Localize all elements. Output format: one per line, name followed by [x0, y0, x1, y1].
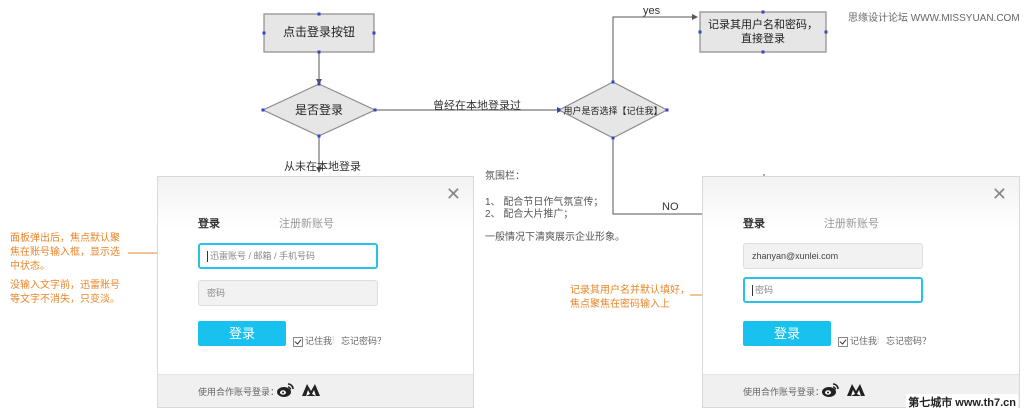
result-box-line2: 直接登录	[741, 33, 785, 45]
text-caret	[752, 285, 753, 297]
anchor-marks	[261, 10, 828, 140]
account-input[interactable]: 迅雷账号 / 邮箱 / 手机号码	[198, 243, 378, 269]
separator: |	[877, 334, 880, 344]
login-dialog-left: ✕ 登录 注册新账号 迅雷账号 / 邮箱 / 手机号码 密码 登录 记住我 | …	[157, 176, 474, 408]
account-placeholder: 迅雷账号 / 邮箱 / 手机号码	[210, 251, 316, 261]
atmosphere-title: 氛围栏：	[485, 171, 525, 182]
annotation-right-line1: 记录其用户名并默认填好，	[570, 285, 690, 296]
tab-register[interactable]: 注册新账号	[824, 218, 879, 230]
watermark-top: 思缘设计论坛 WWW.MISSYUAN.COM	[848, 13, 1020, 24]
edge-logged-before-label: 曾经在本地登录过	[433, 100, 521, 112]
watermark-bottom: 第七城市 www.th7.cn	[906, 394, 1018, 410]
weibo-icon[interactable]	[820, 381, 840, 399]
atmosphere-bar-right	[703, 177, 1019, 229]
atmosphere-item-2: 2、 配合大片推广；	[485, 209, 574, 220]
account-value: zhanyan@xunlei.com	[752, 251, 839, 261]
annotation-left-text: 没输入文字前，迅雷账号 等文字不消失，只变淡。	[10, 279, 130, 307]
atmosphere-note: 一般情况下清爽展示企业形象。	[485, 232, 625, 243]
annotation-left-focus: 面板弹出后，焦点默认聚 焦在账号输入框，显示选 中状态。	[10, 232, 130, 274]
annotation-left-text-line1: 没输入文字前，迅雷账号	[10, 280, 120, 291]
atmosphere-item-1: 1、 配合节日作气氛宣传；	[485, 197, 604, 208]
connector-yes	[612, 14, 698, 82]
tab-register[interactable]: 注册新账号	[279, 218, 334, 230]
atmosphere-bar-left	[158, 177, 473, 229]
login-dialog-right: ✕ 登录 注册新账号 zhanyan@xunlei.com 密码 登录 记住我 …	[702, 176, 1020, 408]
annotation-left-focus-line2: 焦在账号输入框，显示选	[10, 247, 120, 258]
partner-login-label: 使用合作账号登录：	[198, 387, 280, 397]
decision-remember-label: 用户是否选择【记住我】	[563, 106, 663, 116]
checkbox-checked-icon	[838, 336, 848, 347]
edge-no-label: NO	[662, 201, 679, 213]
partner-login-label: 使用合作账号登录：	[743, 387, 825, 397]
remember-me-checkbox[interactable]: 记住我	[293, 334, 332, 347]
tab-login[interactable]: 登录	[198, 218, 220, 230]
remember-me-checkbox[interactable]: 记住我	[838, 334, 877, 347]
start-box-label: 点击登录按钮	[282, 25, 355, 39]
start-box	[263, 13, 375, 53]
account-input[interactable]: zhanyan@xunlei.com	[743, 243, 923, 269]
weibo-icon[interactable]	[275, 381, 295, 399]
annotation-left-focus-line3: 中状态。	[10, 261, 50, 272]
annotation-left-text-line2: 等文字不消失，只变淡。	[10, 294, 120, 305]
login-button[interactable]: 登录	[198, 321, 286, 346]
result-box-label: 记录其用户名和密码， 直接登录	[700, 18, 826, 46]
edge-yes-label: yes	[643, 5, 661, 17]
password-placeholder: 密码	[207, 288, 226, 298]
forgot-password-link[interactable]: 忘记密码？	[886, 336, 932, 346]
close-icon[interactable]: ✕	[991, 184, 1007, 204]
password-placeholder: 密码	[755, 285, 774, 295]
separator: |	[332, 334, 335, 344]
annotation-right-line2: 焦点聚焦在密码输入上	[570, 299, 670, 310]
remember-me-label: 记住我	[305, 336, 333, 346]
close-icon[interactable]: ✕	[445, 184, 461, 204]
checkbox-checked-icon	[293, 336, 303, 347]
annotation-left-focus-line1: 面板弹出后，焦点默认聚	[10, 233, 120, 244]
edge-never-logged-label: 从未在本地登录	[284, 161, 361, 173]
password-input[interactable]: 密码	[198, 280, 378, 306]
partner-logo-icon[interactable]	[301, 381, 321, 399]
remember-me-label: 记住我	[850, 336, 878, 346]
password-input[interactable]: 密码	[743, 277, 923, 303]
partner-login-footer: 使用合作账号登录：	[158, 374, 473, 407]
forgot-password-link[interactable]: 忘记密码？	[341, 336, 387, 346]
login-button[interactable]: 登录	[743, 321, 831, 346]
annotation-right: 记录其用户名并默认填好， 焦点聚焦在密码输入上	[570, 284, 695, 312]
partner-logo-icon[interactable]	[846, 381, 866, 399]
decision-login-label: 是否登录	[294, 103, 343, 117]
text-caret	[207, 251, 208, 263]
tab-login[interactable]: 登录	[743, 218, 765, 230]
result-box-line1: 记录其用户名和密码，	[708, 19, 818, 31]
